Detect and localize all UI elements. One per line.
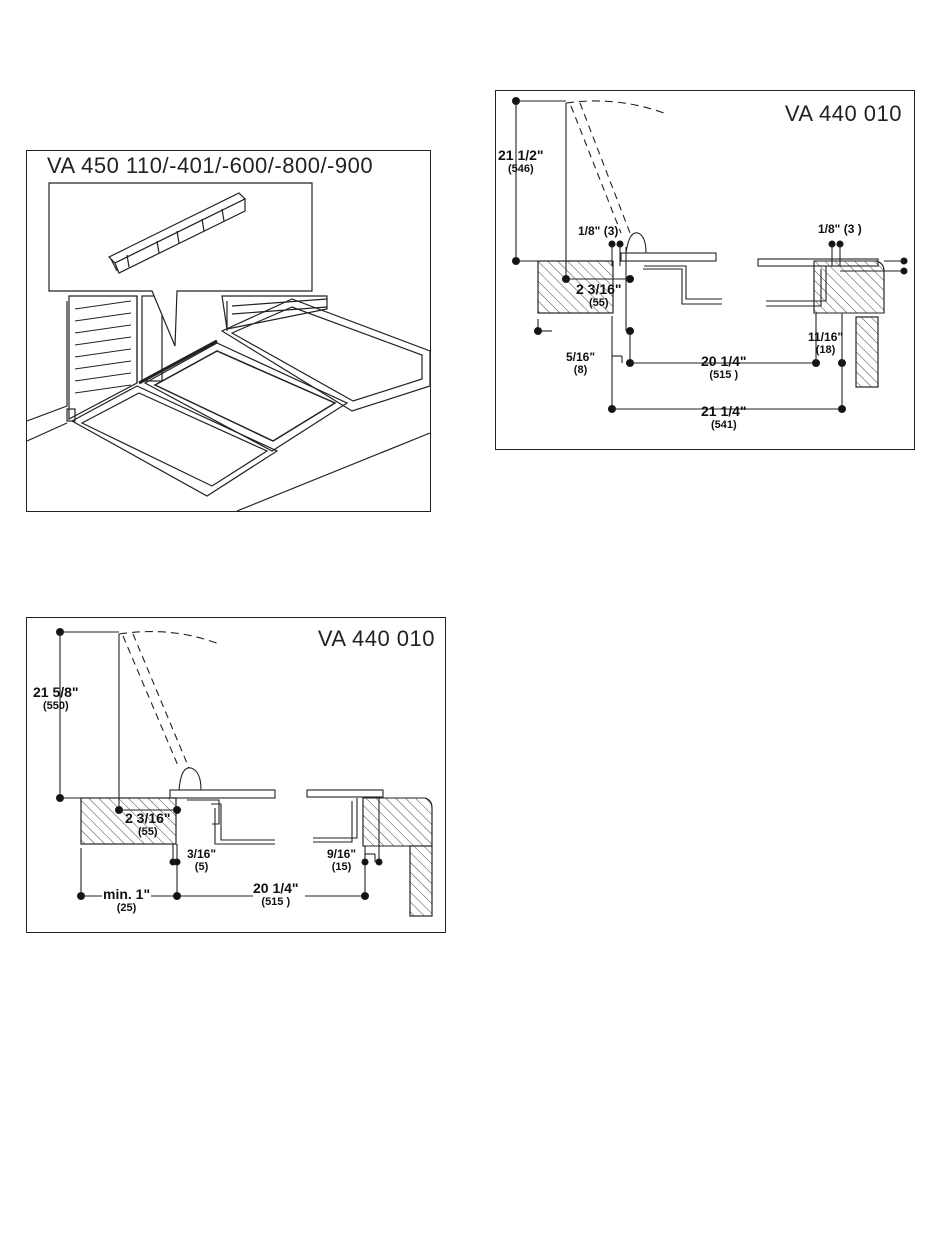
dim-span-outer: 21 1/4" (541) bbox=[701, 405, 747, 432]
dim-span-inner: 20 1/4" (515 ) bbox=[701, 355, 747, 382]
panel-va450-installation: VA 450 110/-401/-600/-800/-900 bbox=[26, 150, 431, 512]
dim-offset-left: 2 3/16" (55) bbox=[576, 283, 622, 310]
panel-va440-dimensions-bottom: VA 440 010 bbox=[26, 617, 446, 933]
dim-height: 21 1/2" (546) bbox=[498, 149, 544, 176]
dim-left-small: 5/16" (8) bbox=[566, 351, 595, 377]
dim-right-small: 11/16" (18) bbox=[808, 331, 843, 357]
dimension-drawing bbox=[496, 91, 914, 449]
panel-va440-dimensions-top: VA 440 010 bbox=[495, 90, 915, 450]
dim-left-small: 3/16" (5) bbox=[187, 848, 216, 874]
dim-right-small: 9/16" (15) bbox=[327, 848, 356, 874]
dim-span: 20 1/4" (515 ) bbox=[253, 882, 299, 909]
dimension-drawing bbox=[27, 618, 445, 932]
left-vent-panel bbox=[67, 296, 137, 421]
cooktop-illustration bbox=[27, 151, 430, 511]
dim-height: 21 5/8" (550) bbox=[33, 686, 79, 713]
dim-gap-right: 1/8" (3 ) bbox=[818, 223, 862, 236]
dim-offset-left: 2 3/16" (55) bbox=[125, 812, 171, 839]
dim-min-gap: min. 1" (25) bbox=[103, 888, 150, 915]
dim-gap-left: 1/8" (3) bbox=[578, 225, 618, 238]
